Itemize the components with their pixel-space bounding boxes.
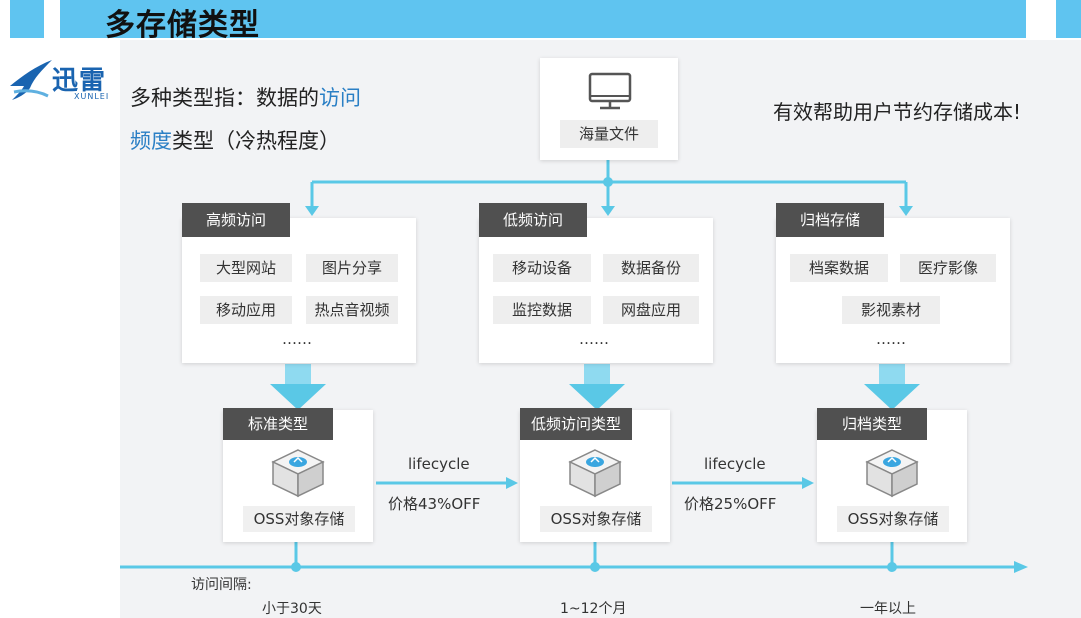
storage-product-label: OSS对象存储 bbox=[837, 506, 949, 532]
source-label: 海量文件 bbox=[560, 120, 658, 148]
logo-text: 迅雷 bbox=[52, 66, 107, 96]
intro-line-1-text: 多种类型指：数据的 bbox=[130, 86, 319, 110]
discount-label: 价格43%OFF bbox=[388, 495, 481, 513]
category-item: 影视素材 bbox=[842, 296, 940, 324]
storage-tab-archive: 归档类型 bbox=[817, 408, 927, 440]
down-arrow-2 bbox=[569, 364, 625, 410]
category-item: 大型网站 bbox=[200, 254, 292, 282]
category-item: 医疗影像 bbox=[900, 254, 996, 282]
category-item: 档案数据 bbox=[790, 254, 888, 282]
intro-line-2: 频度类型（冷热程度） bbox=[130, 125, 340, 155]
lifecycle-label: lifecycle bbox=[704, 455, 766, 473]
logo-subtext: XUNLEI bbox=[74, 92, 110, 101]
axis-tick: 一年以上 bbox=[860, 601, 916, 617]
intro-line-1: 多种类型指：数据的访问 bbox=[130, 82, 361, 112]
intro-highlight-access: 访问 bbox=[319, 86, 361, 110]
storage-cube-icon bbox=[271, 449, 325, 498]
monitor-icon bbox=[588, 72, 632, 110]
storage-product-label: OSS对象存储 bbox=[243, 506, 355, 532]
intro-highlight-frequency: 频度 bbox=[130, 129, 172, 153]
axis-tick: 1~12个月 bbox=[560, 601, 627, 617]
storage-cube-icon bbox=[568, 449, 622, 498]
source-card: 海量文件 bbox=[540, 58, 678, 160]
lifecycle-label: lifecycle bbox=[408, 455, 470, 473]
category-tab-low-frequency: 低频访问 bbox=[479, 203, 587, 237]
down-arrow-3 bbox=[864, 364, 920, 410]
category-card-high-frequency: 大型网站 图片分享 移动应用 热点音视频 …… bbox=[182, 218, 416, 363]
title-band-right bbox=[1056, 0, 1081, 38]
category-item: 热点音视频 bbox=[306, 296, 398, 324]
category-item: 数据备份 bbox=[603, 254, 699, 282]
category-item: 移动应用 bbox=[200, 296, 292, 324]
category-tab-archive: 归档存储 bbox=[776, 203, 884, 237]
category-item: 图片分享 bbox=[306, 254, 398, 282]
savings-note: 有效帮助用户节约存储成本! bbox=[773, 100, 1022, 124]
category-card-low-frequency: 移动设备 数据备份 监控数据 网盘应用 …… bbox=[479, 218, 713, 363]
ellipsis: …… bbox=[876, 330, 906, 348]
storage-tab-standard: 标准类型 bbox=[223, 408, 333, 440]
category-item: 网盘应用 bbox=[603, 296, 699, 324]
discount-label: 价格25%OFF bbox=[684, 495, 777, 513]
down-arrow-1 bbox=[270, 364, 326, 410]
title-band bbox=[60, 0, 1026, 38]
storage-product-label: OSS对象存储 bbox=[540, 506, 652, 532]
axis-tick: 小于30天 bbox=[262, 601, 322, 617]
storage-cube-icon bbox=[865, 449, 919, 498]
axis-title: 访问间隔: bbox=[191, 577, 252, 593]
category-item: 移动设备 bbox=[493, 254, 591, 282]
category-item: 监控数据 bbox=[493, 296, 591, 324]
ellipsis: …… bbox=[579, 330, 609, 348]
intro-line-2-text: 类型（冷热程度） bbox=[172, 129, 340, 153]
ellipsis: …… bbox=[282, 330, 312, 348]
page-title: 多存储类型 bbox=[105, 8, 260, 43]
category-tab-high-frequency: 高频访问 bbox=[182, 203, 290, 237]
category-card-archive: 档案数据 医疗影像 影视素材 …… bbox=[776, 218, 1010, 363]
title-band-left bbox=[10, 0, 44, 38]
xunlei-bird-logo bbox=[10, 60, 52, 100]
storage-tab-infrequent: 低频访问类型 bbox=[520, 408, 632, 440]
